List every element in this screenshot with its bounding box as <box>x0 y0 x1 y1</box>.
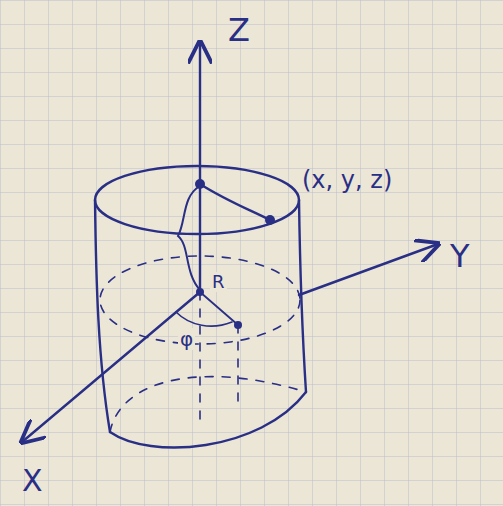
y-axis <box>299 244 438 295</box>
angle-label: φ <box>178 328 195 350</box>
radius-line <box>200 184 270 220</box>
point-dot <box>195 179 205 189</box>
top-ellipse <box>95 166 299 234</box>
radius-label: R <box>210 272 227 292</box>
x-axis <box>22 292 200 442</box>
origin-dot <box>196 288 204 296</box>
cylinder-side <box>95 200 110 432</box>
radius-segment <box>200 292 238 325</box>
height-brace <box>178 186 200 290</box>
axis-label: Y <box>450 240 470 272</box>
angle-arc <box>176 312 232 326</box>
point-dot <box>265 215 275 225</box>
projection-line <box>237 325 239 410</box>
point-label: (x, y, z) <box>302 168 392 192</box>
bottom-hidden-arc <box>110 377 306 432</box>
bottom-arc <box>110 392 306 447</box>
axis-label: X <box>22 466 43 496</box>
point-dot <box>234 321 242 329</box>
axis-label: Z <box>228 14 250 46</box>
hidden-axis <box>199 292 201 420</box>
